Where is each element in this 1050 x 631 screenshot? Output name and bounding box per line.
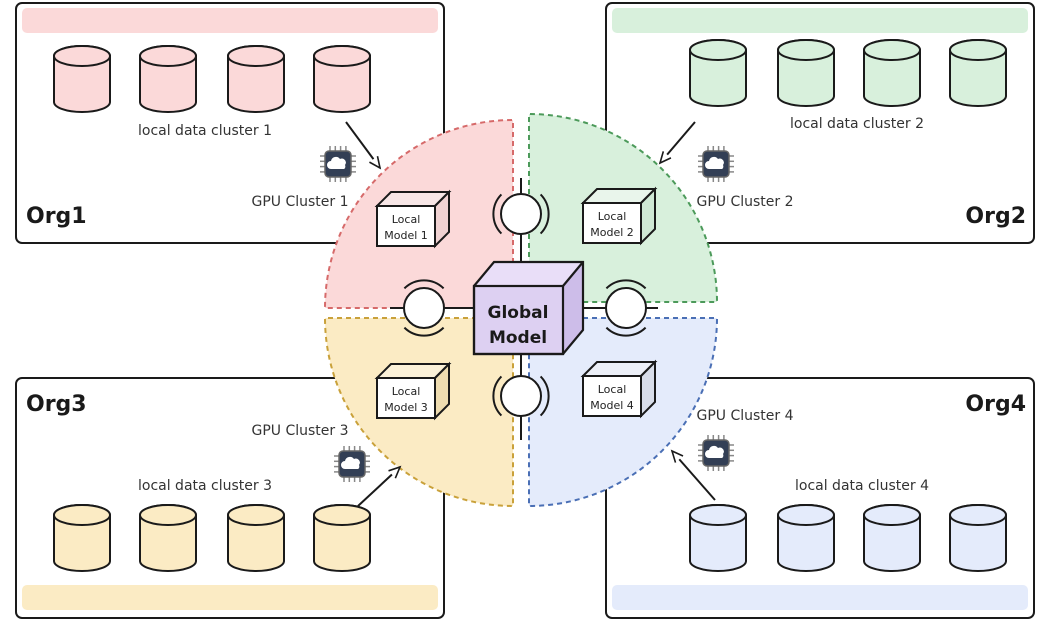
local-model-label: Model 2 [590,226,634,239]
org4-arrow [670,449,716,501]
org3-data-cylinder [313,504,371,572]
org2-data-cylinder [689,39,747,107]
local-model-label: Local [598,383,627,396]
org4-data-cluster-label: local data cluster 4 [795,478,929,494]
org4-gpu-chip-icon [698,435,734,471]
org4-data-cylinder [777,504,835,572]
sync-ring [403,279,445,337]
org4-data-cylinder [689,504,747,572]
data-flow-arrows [345,121,716,507]
org4-data-cylinder [949,504,1007,572]
local-model-label: Model 4 [590,399,634,412]
org1-arrow [345,121,382,170]
org1-gpu-cluster-label: GPU Cluster 1 [251,194,348,210]
org2-data-cylinder [949,39,1007,107]
sync-ring [492,193,550,235]
global-model-cube: Global Model [472,260,585,356]
sync-rings [403,193,647,417]
org3-data-cylinder [227,504,285,572]
org1-data-cylinder [227,45,285,113]
data-cylinders [53,39,1007,572]
org2-label: Org2 [965,204,1026,229]
local-model-label: Local [392,213,421,226]
org4-label: Org4 [965,392,1026,417]
org2-data-cluster-label: local data cluster 2 [790,116,924,132]
org1-data-cluster-label: local data cluster 1 [138,123,272,139]
org1-data-cylinder [139,45,197,113]
org1-data-cylinder [313,45,371,113]
sync-ring [605,279,647,337]
org1-label: Org1 [26,204,87,229]
org3-gpu-chip-icon [334,446,370,482]
local-model-label: Model 1 [384,229,428,242]
org2-arrow [658,121,696,165]
org2-data-cylinder [777,39,835,107]
org3-label: Org3 [26,392,87,417]
org3-data-cylinder [139,504,197,572]
local-model-label: Model 3 [384,401,428,414]
global-model-label-line2: Model [489,328,547,348]
org4-data-cylinder [863,504,921,572]
org3-data-cluster-label: local data cluster 3 [138,478,272,494]
org3-data-cylinder [53,504,111,572]
sync-ring [492,375,550,417]
org3-gpu-cluster-label: GPU Cluster 3 [251,423,348,439]
gpu-chips [320,146,734,482]
org1-gpu-chip-icon [320,146,356,182]
org2-gpu-chip-icon [698,146,734,182]
org1-data-cylinder [53,45,111,113]
global-model-label-line1: Global [488,303,549,323]
org2-gpu-cluster-label: GPU Cluster 2 [696,194,793,210]
org3-arrow [357,465,402,507]
org2-data-cylinder [863,39,921,107]
org4-gpu-cluster-label: GPU Cluster 4 [696,408,793,424]
local-model-label: Local [392,385,421,398]
local-model-label: Local [598,210,627,223]
